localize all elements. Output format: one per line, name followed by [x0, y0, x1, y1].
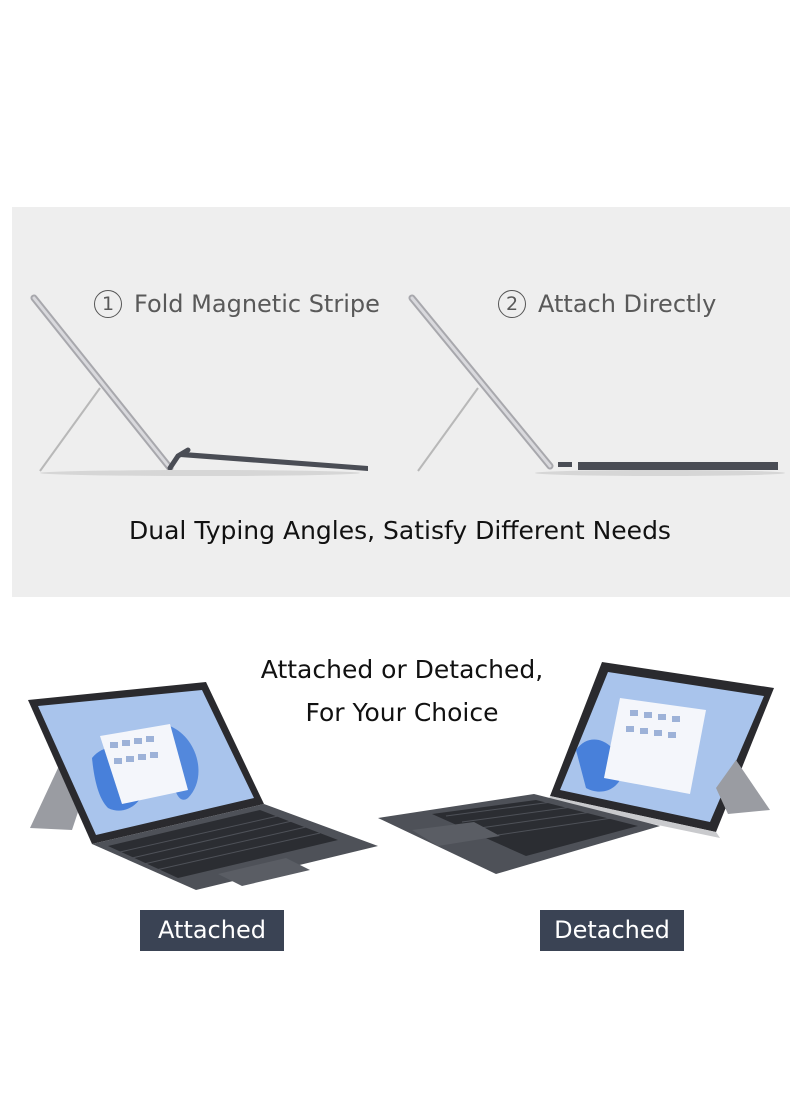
step-label: Attach Directly [538, 290, 717, 318]
step-number-badge: 2 [498, 290, 526, 318]
choice-heading-line1: Attached or Detached, [260, 655, 544, 684]
attached-label: Attached [140, 910, 284, 951]
tagline: Dual Typing Angles, Satisfy Different Ne… [129, 516, 671, 545]
detached-label: Detached [540, 910, 684, 951]
choice-heading-line2: For Your Choice [305, 698, 499, 727]
fold-stripe-illustration [30, 294, 368, 476]
attached-device-illustration [28, 682, 378, 890]
angles-panel [12, 207, 790, 597]
attach-directly-illustration [408, 294, 785, 476]
step-fold-magnetic-stripe: 1 Fold Magnetic Stripe [94, 290, 380, 318]
step-number-badge: 1 [94, 290, 122, 318]
step-attach-directly: 2 Attach Directly [498, 290, 716, 318]
step-label: Fold Magnetic Stripe [134, 290, 380, 318]
detached-device-illustration [378, 662, 774, 874]
